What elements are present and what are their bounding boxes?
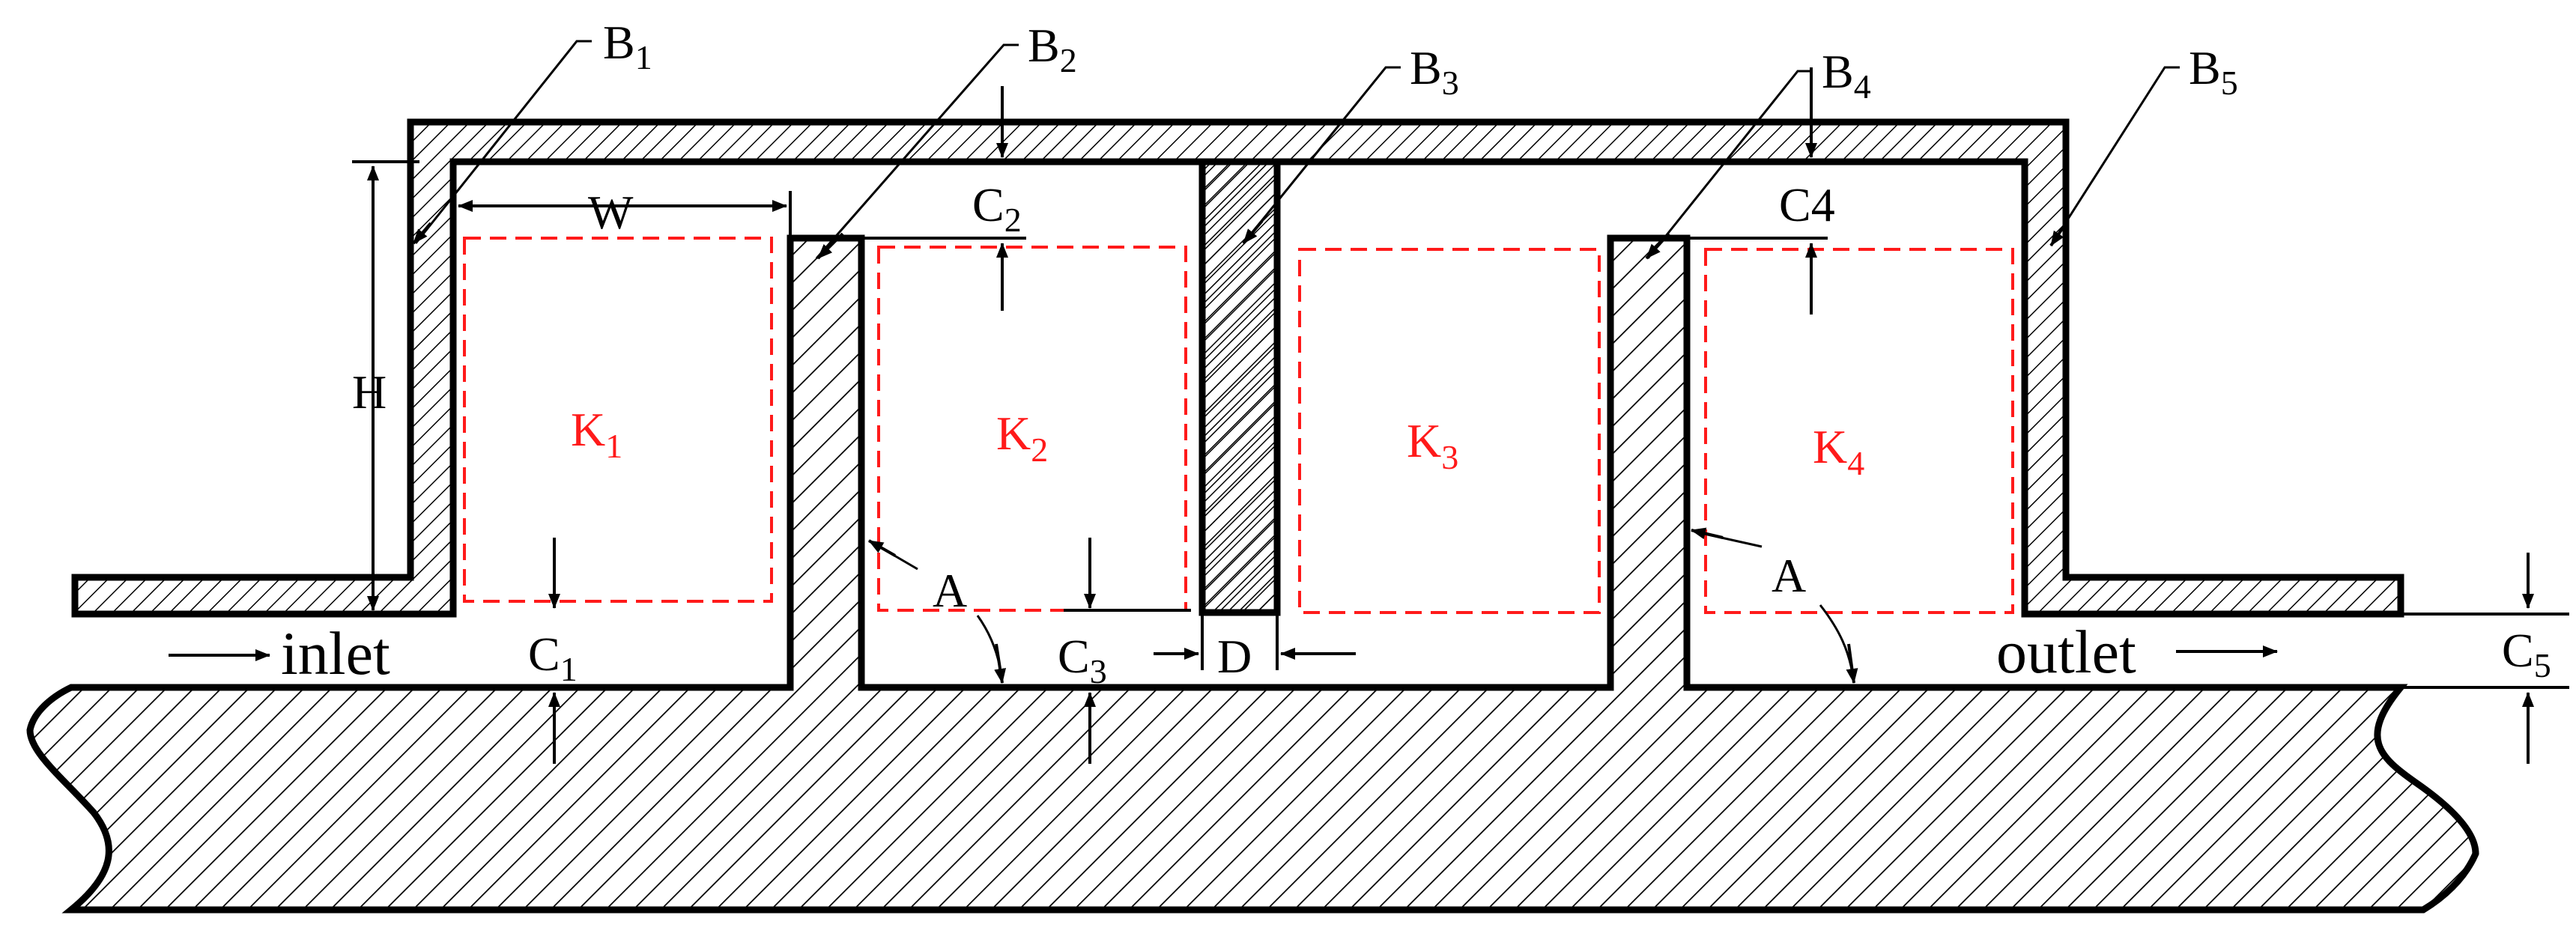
label-c2: C2 (972, 178, 1022, 239)
label-d: D (1217, 630, 1252, 683)
label-a-left: A (933, 564, 967, 617)
label-inlet: inlet (281, 619, 390, 687)
label-b5: B5 (2189, 41, 2238, 102)
label-b1: B1 (603, 16, 652, 76)
cavity-k2 (877, 246, 1187, 612)
cavity-k4 (1704, 248, 2014, 614)
label-h: H (352, 365, 387, 419)
label-a-right: A (1772, 549, 1806, 602)
label-w: W (588, 186, 634, 239)
label-c4: C4 (1779, 178, 1835, 231)
label-outlet: outlet (1996, 618, 2136, 686)
cavity-label-k3: K3 (1407, 414, 1458, 476)
cavity-k1 (463, 237, 773, 603)
label-c5: C5 (2502, 624, 2551, 684)
cavity-label-k2: K2 (996, 407, 1048, 469)
stator-divider-b3 (1198, 158, 1281, 616)
label-c1: C1 (528, 628, 578, 688)
cavity-k3 (1298, 248, 1601, 614)
label-b4: B4 (1822, 45, 1871, 106)
cavity-label-k1: K1 (571, 403, 622, 465)
label-c3: C3 (1058, 630, 1107, 690)
rotor-shaft (26, 234, 2479, 914)
label-b3: B3 (1410, 41, 1459, 102)
cavity-label-k4: K4 (1813, 420, 1864, 482)
label-b2: B2 (1028, 19, 1077, 79)
